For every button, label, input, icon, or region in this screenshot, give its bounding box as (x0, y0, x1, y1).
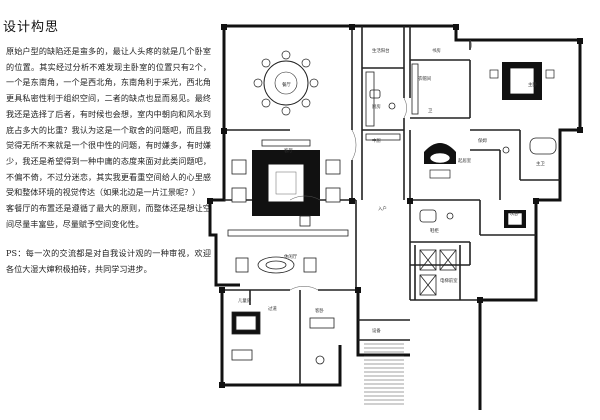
leisure-furniture (227, 229, 349, 274)
notes-paragraph-2: 客餐厅的布置还是遵循了最大的原则，而整体还是想让空间尽量丰富些，尽量赋予空间变化… (6, 203, 211, 229)
label-shoe: 鞋柜 (430, 227, 439, 234)
door-swings (289, 39, 472, 291)
label-nanny: 保姆 (478, 137, 487, 144)
notes-ps: PS：每一次的交流都是对自我设计观的一种审视，欢迎各位大湿大婶积极拍砖，共同学习… (6, 248, 211, 275)
elevator-core (419, 249, 457, 296)
page-title: 设计构思 (3, 20, 60, 35)
living-sofa-set (231, 139, 341, 227)
label-middle-kitchen: 中厨 (372, 137, 381, 144)
label-equipment: 设备 (372, 327, 381, 334)
outer-walls (208, 24, 582, 410)
label-study: 书房 (432, 47, 441, 54)
label-living-balcony: 生活阳台 (372, 47, 390, 54)
label-passage: 过道 (268, 305, 277, 312)
label-living: 客厅 (284, 147, 293, 154)
master-bed (489, 62, 555, 100)
label-cloak: 衣帽间 (418, 75, 431, 82)
bedroom-bed (504, 210, 526, 228)
interior-walls (222, 26, 560, 385)
kitchen-counters (365, 63, 419, 141)
label-toilet: 卫 (428, 108, 433, 114)
label-guest: 客卧 (315, 307, 324, 314)
lower-rooms-furniture (231, 311, 335, 365)
label-master-bedroom: 主卧 (528, 81, 537, 88)
label-kids: 儿童房 (238, 297, 252, 304)
label-kitchen: 厨房 (372, 103, 381, 110)
structural-columns (207, 24, 583, 388)
label-bedroom: 次卧 (510, 210, 519, 217)
stairs (364, 343, 404, 405)
lounge-sofa (424, 143, 456, 179)
dining-table (253, 50, 319, 116)
bath-fixtures (369, 89, 557, 223)
design-notes: 原始户型的缺陷还是蛮多的，最让人头疼的就是几个卧室的位置。其实经过分析不难发现主… (6, 44, 211, 278)
label-lounge: 起居室 (458, 157, 472, 164)
label-leisure: 休闲厅 (284, 253, 298, 260)
label-entrance: 入户 (378, 205, 387, 212)
label-master-bath: 主卫 (536, 160, 545, 167)
label-dining: 餐厅 (282, 81, 291, 88)
room-labels: 生活阳台 书房 衣帽间 主卧 餐厅 厨房 中厨 卫 保姆 主卫 客厅 起居室 次… (238, 47, 545, 334)
label-elevator-hall: 电梯前室 (440, 277, 458, 284)
notes-paragraph-1: 原始户型的缺陷还是蛮多的，最让人头疼的就是几个卧室的位置。其实经过分析不难发现主… (6, 46, 211, 198)
